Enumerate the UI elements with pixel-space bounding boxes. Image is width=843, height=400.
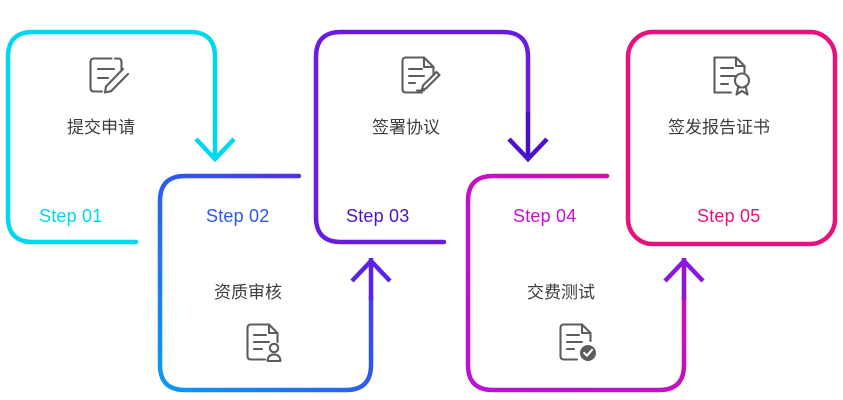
document-sign-icon xyxy=(401,56,441,94)
step-label-01: Step 01 xyxy=(39,206,103,226)
step-title-05: 签发报告证书 xyxy=(668,118,770,138)
step-title-03: 签署协议 xyxy=(372,118,440,138)
step-label-03: Step 03 xyxy=(346,206,410,226)
card-border-step05 xyxy=(625,29,838,247)
arrow-up-step04-to-step05 xyxy=(663,257,705,300)
certificate-award-icon xyxy=(713,56,751,96)
card-border-step02 xyxy=(157,173,374,393)
card-border-step01 xyxy=(5,29,218,245)
step-label-05: Step 05 xyxy=(697,206,761,226)
document-check-icon xyxy=(559,323,596,361)
step-label-02: Step 02 xyxy=(206,206,270,226)
document-edit-icon xyxy=(89,57,130,94)
step-label-04: Step 04 xyxy=(513,206,577,226)
step-title-02: 资质审核 xyxy=(214,283,282,303)
arrow-up-step02-to-step03 xyxy=(350,257,392,300)
card-border-step03 xyxy=(313,29,531,245)
document-person-icon xyxy=(246,323,282,363)
step-title-04: 交费测试 xyxy=(527,283,595,303)
arrow-down-step03-to-step04 xyxy=(507,112,549,163)
arrow-down-step01-to-step02 xyxy=(194,112,236,163)
step-title-01: 提交申请 xyxy=(67,118,135,138)
card-border-step04 xyxy=(465,173,687,393)
